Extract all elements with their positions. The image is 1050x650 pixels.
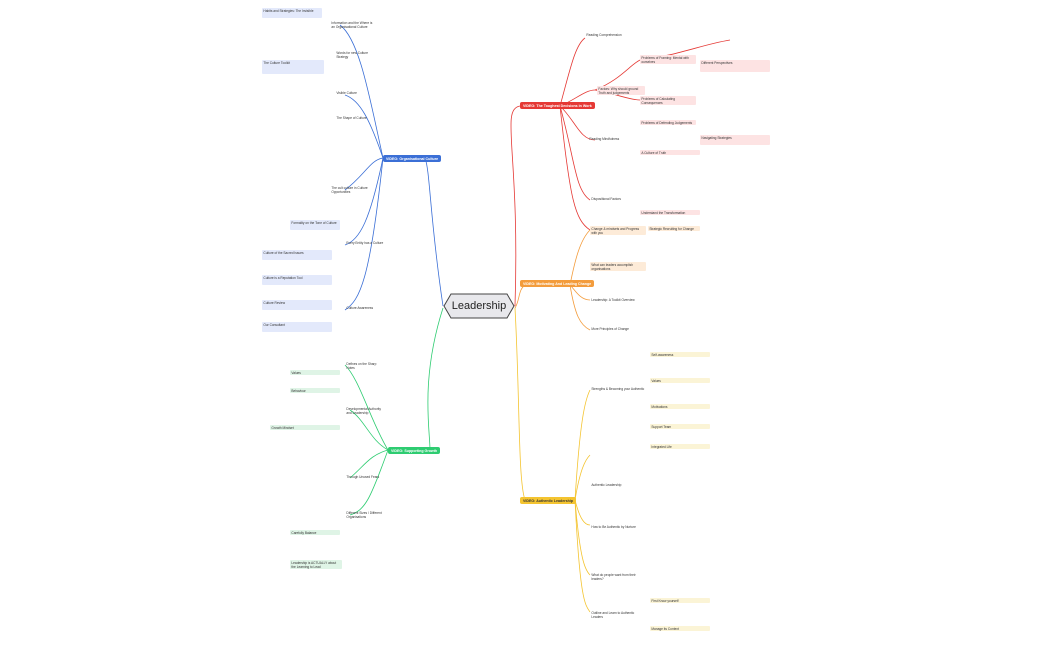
authentic-node[interactable]: Manage its Context <box>650 626 710 632</box>
laws-node[interactable]: Understand the Transformation <box>640 210 700 216</box>
laws-node[interactable]: Navigating Strategies <box>700 135 770 145</box>
culture-node[interactable]: Habits and Strategies: The Invisible <box>262 8 322 18</box>
culture-node[interactable]: The Shape of Culture <box>336 115 367 120</box>
authentic-node[interactable]: Support Team <box>650 424 710 430</box>
central-topic-label: Leadership <box>451 300 507 312</box>
support-node[interactable]: Behaviour <box>290 388 340 394</box>
authentic-node[interactable]: Integrated Life <box>650 444 710 450</box>
laws-node[interactable]: Dispositional Factors <box>591 196 621 201</box>
authentic-node[interactable]: Strengths & Becoming your Authentic <box>591 386 645 391</box>
authentic-node[interactable]: Outline and Learn to Authentic Leaders <box>591 610 635 619</box>
support-node[interactable]: Values <box>290 370 340 376</box>
culture-node[interactable]: The Culture Toolkit <box>262 60 324 74</box>
change-node[interactable]: Leadership: A Toolkit Overview <box>591 297 635 302</box>
culture-node[interactable]: Culture Awareness <box>346 305 374 310</box>
support-node[interactable]: Through Unused Fears <box>346 474 380 479</box>
branch-support[interactable]: VIDEO: Supporting Growth <box>388 447 441 454</box>
laws-node[interactable]: Problems of Framing: Mental with ourselv… <box>640 55 696 65</box>
support-node[interactable]: Growth Mindset <box>270 425 340 431</box>
laws-node[interactable]: Reading Comprehension <box>586 32 622 37</box>
support-node[interactable]: Leadership is ACTUALLY about the Learnin… <box>290 560 342 570</box>
change-node[interactable]: What can leaders accomplish organisation… <box>590 262 646 272</box>
authentic-node[interactable]: Authentic Leadership <box>591 482 622 487</box>
laws-node[interactable]: Problems of Defending Judgements <box>640 120 696 126</box>
support-node[interactable]: Developmental Authority and Leadership <box>346 406 381 415</box>
laws-node[interactable]: Factors: Why should ground Truth and jud… <box>597 86 645 96</box>
culture-node[interactable]: Visible Culture <box>336 90 357 95</box>
culture-node[interactable]: Formality on the Tone of Culture <box>290 220 340 230</box>
branch-change[interactable]: VIDEO: Motivating And Leading Change <box>520 280 595 287</box>
culture-node[interactable]: Culture of the Sacred Issues <box>262 250 332 260</box>
authentic-node[interactable]: First Know yourself <box>650 598 710 604</box>
culture-node[interactable]: Our Consultant <box>262 322 332 332</box>
change-node[interactable]: Strategic Recruiting for Change <box>648 226 700 232</box>
hexagon-shape <box>443 293 515 319</box>
culture-node[interactable]: Information and the Where is an Organisa… <box>331 20 373 29</box>
central-topic[interactable]: Leadership <box>443 293 515 319</box>
culture-node[interactable]: Words for new Culture Strategy <box>336 50 369 59</box>
branch-culture[interactable]: VIDEO: Organisational Culture <box>383 155 442 162</box>
branch-authentic[interactable]: VIDEO: Authentic Leadership <box>520 497 576 504</box>
support-node[interactable]: Different Sizes / Different Organisation… <box>346 510 382 519</box>
laws-node[interactable]: A Culture of Truth <box>640 150 700 156</box>
culture-node[interactable]: Culture is a Reputation Tool <box>262 275 332 285</box>
change-node[interactable]: Change & mindsets and Progress with you <box>590 226 646 236</box>
support-node[interactable]: Carefully Balance <box>290 530 340 536</box>
culture-node[interactable]: The cult culture in Culture Opportunitie… <box>331 185 368 194</box>
branch-laws[interactable]: VIDEO: The Toughest Decisions in Work <box>520 102 595 109</box>
culture-node[interactable]: Every Entity has a Culture <box>346 240 384 245</box>
authentic-node[interactable]: Values <box>650 378 710 384</box>
laws-node[interactable]: Problems of Calculating Consequences <box>640 96 696 106</box>
authentic-node[interactable]: Self-awareness <box>650 352 710 358</box>
change-node[interactable]: More Principles of Change <box>591 326 629 331</box>
authentic-node[interactable]: How to Be Authentic by Nurture <box>591 524 636 529</box>
laws-node[interactable]: Different Perspectives <box>700 60 770 72</box>
laws-node[interactable]: Reading Mindfulness <box>589 136 620 141</box>
support-node[interactable]: Defines on the Sharp Notes <box>346 361 377 370</box>
culture-node[interactable]: Culture Review <box>262 300 332 310</box>
authentic-node[interactable]: Motivations <box>650 404 710 410</box>
authentic-node[interactable]: What do people want from their leaders? <box>591 572 636 581</box>
